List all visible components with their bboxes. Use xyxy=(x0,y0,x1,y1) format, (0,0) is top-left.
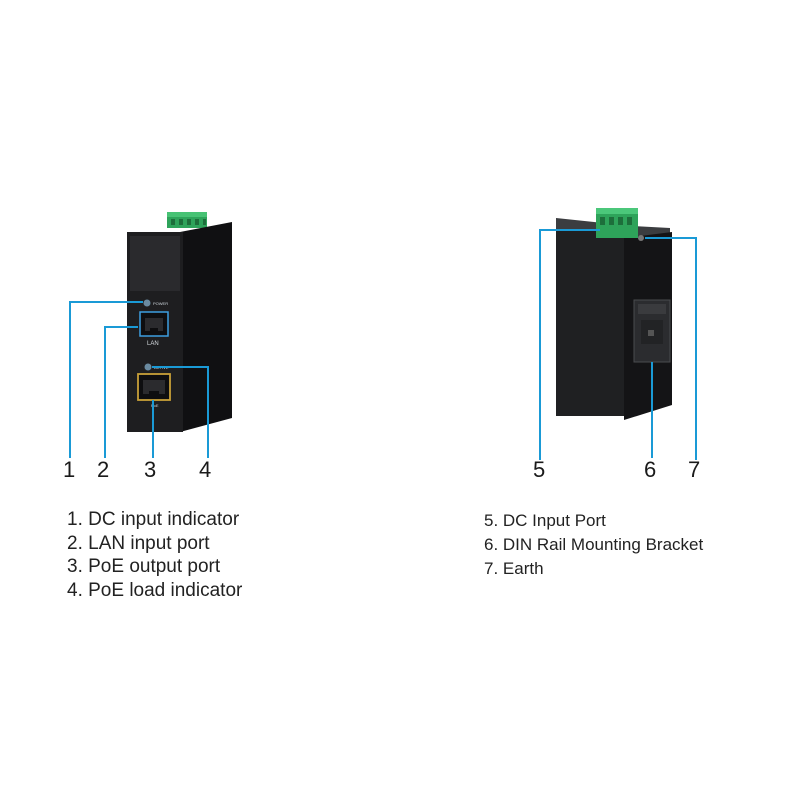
callout-number-5: 5 xyxy=(533,457,545,482)
callout-line-2 xyxy=(104,326,138,458)
legend-item-lan-input-port: 2. LAN input port xyxy=(67,532,210,554)
legend-front-view: 1. DC input indicator 2. LAN input port … xyxy=(67,508,242,602)
callout-numbers: 1 2 3 4 5 6 7 xyxy=(63,457,700,482)
side-body xyxy=(556,230,624,416)
callout-line-4 xyxy=(152,366,209,458)
lan-port xyxy=(139,311,169,337)
callout-line-1 xyxy=(69,301,143,458)
legend-item-poe-load-indicator: 4. PoE load indicator xyxy=(67,579,243,601)
callout-number-6: 6 xyxy=(644,457,656,482)
lan-label: LAN xyxy=(147,341,159,347)
front-view-device: POWER LAN ACTIVE PoE xyxy=(127,212,232,432)
din-rail-bracket xyxy=(633,299,671,363)
poe-port xyxy=(137,373,171,401)
power-label: POWER xyxy=(153,301,168,306)
callout-number-7: 7 xyxy=(688,457,700,482)
power-led xyxy=(143,299,151,307)
callout-number-1: 1 xyxy=(63,457,75,482)
side-view-device xyxy=(556,208,672,420)
legend-item-dc-input-indicator: 1. DC input indicator xyxy=(67,509,240,530)
callout-lines xyxy=(69,229,697,460)
callout-number-2: 2 xyxy=(97,457,109,482)
legend-item-poe-output-port: 3. PoE output port xyxy=(67,556,221,577)
poe-label: PoE xyxy=(151,403,159,408)
callout-number-4: 4 xyxy=(199,457,211,482)
callout-line-7 xyxy=(645,237,697,460)
active-led xyxy=(144,363,152,371)
legend-item-earth: 7. Earth xyxy=(484,559,544,578)
legend-side-view: 5. DC Input Port 6. DIN Rail Mounting Br… xyxy=(484,509,703,581)
legend-item-dc-input-port: 5. DC Input Port xyxy=(484,511,606,530)
callout-number-3: 3 xyxy=(144,457,156,482)
front-terminal-block xyxy=(167,212,207,228)
callout-line-5 xyxy=(539,229,600,460)
side-terminal-block xyxy=(596,208,638,238)
legend-item-din-rail-bracket: 6. DIN Rail Mounting Bracket xyxy=(484,535,704,554)
front-side-panel xyxy=(180,222,232,432)
earth-screw xyxy=(638,235,644,241)
